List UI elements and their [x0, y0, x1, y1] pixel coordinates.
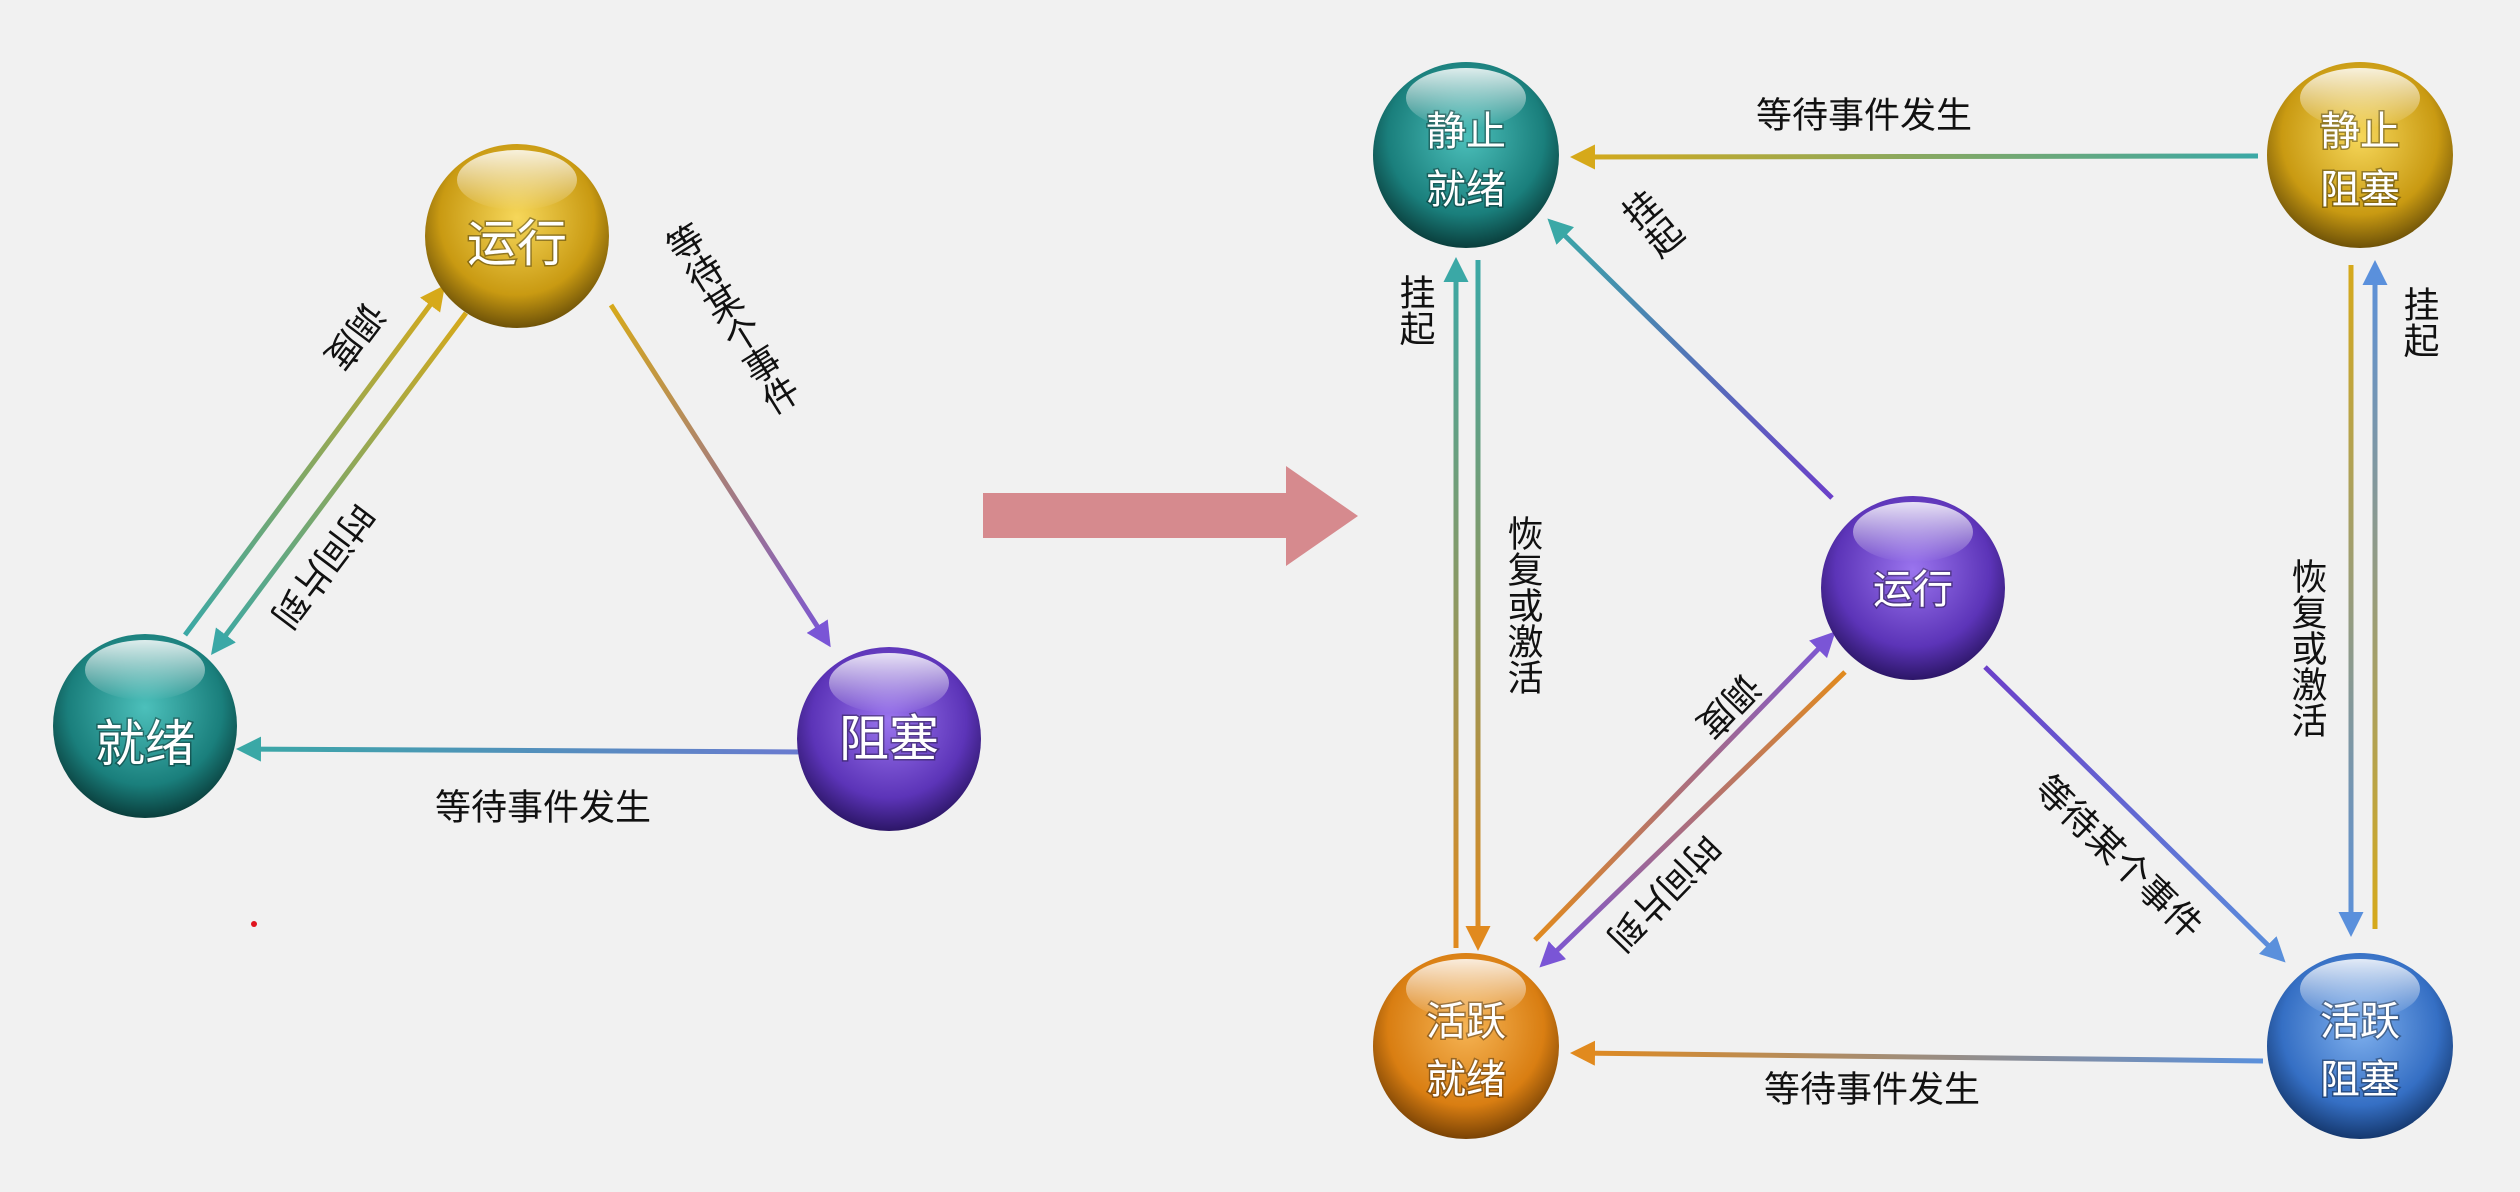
node-active-ready-line2: 就绪	[1426, 1057, 1506, 1103]
node-active-ready-line1: 活跃	[1426, 999, 1506, 1045]
red-dot	[251, 921, 257, 927]
edge-resume-blocked-label: 恢复或激活	[2286, 558, 2327, 738]
node-running-label: 运行	[1873, 567, 1953, 613]
edge-suspend-running-label: 挂起	[1611, 183, 1690, 265]
edge-suspend-ready-label: 挂起	[1394, 274, 1436, 346]
edge-dispatch-label: 调度	[316, 294, 392, 376]
edge-resume-ready-label: 恢复或激活	[1502, 515, 1543, 695]
node-active-blocked-line2: 阻塞	[2320, 1057, 2400, 1103]
transition-arrow-icon	[983, 466, 1358, 566]
node-running-label: 运行	[467, 215, 567, 273]
node-static-ready-line2: 就绪	[1426, 167, 1506, 213]
node-running: 运行	[425, 144, 609, 328]
node-static-ready: 静止 就绪	[1373, 62, 1559, 248]
node-ready: 就绪	[53, 634, 237, 818]
right-diagram: 等待事件发生 等待事件发生 挂起 挂起 恢复或激活 挂起 恢复或激活 调度 时间…	[1373, 62, 2453, 1139]
node-active-ready: 活跃 就绪	[1373, 953, 1559, 1139]
node-static-blocked-line1: 静止	[2320, 109, 2400, 155]
edge-timeslice-arrow	[211, 311, 469, 656]
edge-suspend-blocked-label: 挂起	[2398, 286, 2440, 358]
edge-bottom-event-occurs-label: 等待事件发生	[1764, 1070, 1980, 1111]
node-static-ready-line1: 静止	[1426, 109, 1506, 155]
node-ready-label: 就绪	[95, 715, 195, 773]
node-active-blocked: 活跃 阻塞	[2267, 953, 2453, 1139]
node-static-blocked-line2: 阻塞	[2320, 167, 2400, 213]
edge-event-occurs-arrow	[236, 736, 805, 762]
edge-wait-event-arrow	[1983, 665, 2286, 963]
edge-suspend-running-arrow	[1547, 218, 1834, 500]
edge-wait-event-label: 等待某个事件	[655, 217, 804, 422]
edge-bottom-event-occurs-arrow	[1570, 1040, 2264, 1066]
left-diagram: 调度 时间片到 等待某个事件 等待事件发生 运行 就绪 阻塞	[53, 144, 981, 927]
edge-top-event-occurs-arrow	[1570, 144, 2259, 170]
edge-dispatch-label: 调度	[1688, 665, 1768, 745]
node-blocked: 阻塞	[797, 647, 981, 831]
edge-event-occurs-label: 等待事件发生	[435, 788, 651, 829]
node-running: 运行	[1821, 496, 2005, 680]
node-blocked-label: 阻塞	[839, 710, 939, 768]
edge-dispatch-arrow	[1533, 631, 1836, 942]
edge-dispatch-arrow	[182, 284, 445, 637]
node-active-blocked-line1: 活跃	[2320, 999, 2400, 1045]
edge-top-event-occurs-label: 等待事件发生	[1756, 96, 1972, 137]
edge-wait-event-arrow	[608, 303, 831, 648]
node-static-blocked: 静止 阻塞	[2267, 62, 2453, 248]
edge-timeslice-arrow	[1539, 670, 1847, 968]
